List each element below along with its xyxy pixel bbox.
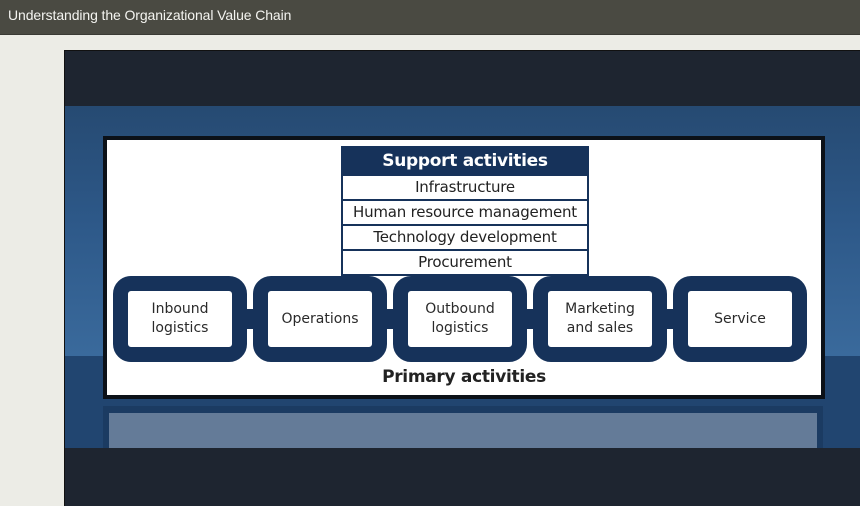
primary-activities-heading: Primary activities — [382, 367, 546, 387]
link-label: Marketing — [565, 301, 635, 317]
support-item-technology: Technology development — [343, 224, 587, 249]
link-label: logistics — [151, 320, 209, 336]
link-label: logistics — [431, 320, 489, 336]
chain-link-outbound-logistics: Outbound logistics — [393, 276, 527, 362]
support-item-infrastructure: Infrastructure — [343, 174, 587, 199]
link-label: Inbound — [151, 301, 209, 317]
support-activities-heading: Support activities — [343, 148, 587, 174]
primary-activities-chain: Inbound logistics Operations Outbound logi… — [113, 276, 813, 362]
slide-bottom-band — [65, 448, 860, 506]
slide-top-band — [65, 51, 860, 107]
link-label: and sales — [566, 320, 634, 336]
link-label: Service — [714, 310, 766, 327]
slide-frame: Support activities Infrastructure Human … — [64, 50, 860, 506]
support-item-hrm: Human resource management — [343, 199, 587, 224]
support-activities-table: Support activities Infrastructure Human … — [341, 146, 589, 276]
window-title: Understanding the Organizational Value C… — [8, 7, 292, 23]
link-label: Operations — [281, 310, 359, 327]
support-item-procurement: Procurement — [343, 249, 587, 274]
title-bar: Understanding the Organizational Value C… — [0, 0, 860, 35]
chain-link-operations: Operations — [253, 276, 387, 362]
value-chain-diagram: Support activities Infrastructure Human … — [103, 136, 825, 399]
chain-link-service: Service — [673, 276, 807, 362]
chain-link-marketing-sales: Marketing and sales — [533, 276, 667, 362]
link-label: Outbound — [425, 301, 495, 317]
chain-link-inbound-logistics: Inbound logistics — [113, 276, 247, 362]
caption-area — [109, 413, 817, 448]
